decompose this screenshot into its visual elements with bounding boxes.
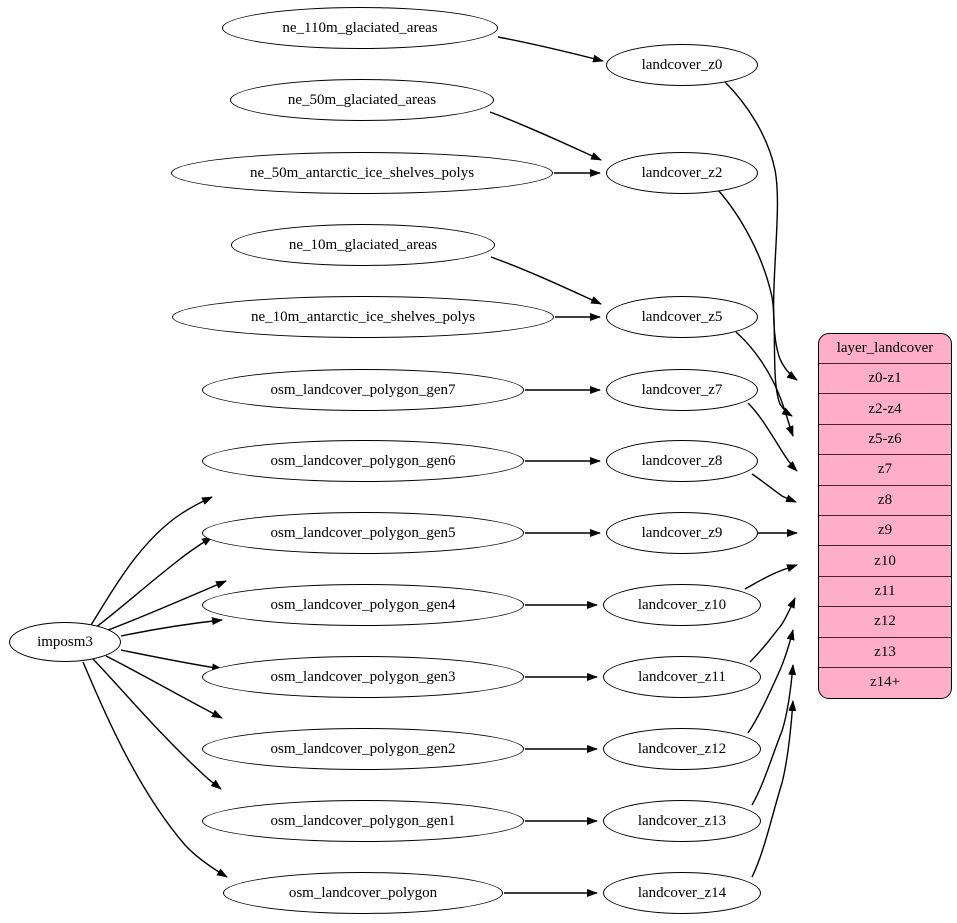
node-label: landcover_z8	[641, 452, 723, 469]
table-row[interactable]: z10	[819, 545, 951, 575]
table-row[interactable]: z7	[819, 454, 951, 484]
edge-imposm3-to-osm_landcover_polygon_gen6	[94, 536, 213, 629]
node-label: landcover_z11	[638, 668, 726, 685]
node-ne_110m_glaciated_areas[interactable]: ne_110m_glaciated_areas	[222, 7, 498, 49]
node-label: osm_landcover_polygon_gen5	[270, 524, 456, 541]
edge-ne_10m_glaciated_areas-to-landcover_z5	[490, 256, 602, 305]
node-ne_10m_antarctic_ice_shelves_polys[interactable]: ne_10m_antarctic_ice_shelves_polys	[172, 296, 554, 338]
node-label: landcover_z13	[637, 812, 727, 829]
node-label: imposm3	[37, 633, 93, 650]
edge-landcover_z11-to-row7	[749, 597, 796, 663]
node-landcover_z8[interactable]: landcover_z8	[606, 440, 758, 482]
table-row[interactable]: z2-z4	[819, 393, 951, 423]
edge-ne_50m_glaciated_areas-to-landcover_z2	[489, 111, 602, 161]
table-row[interactable]: z11	[819, 575, 951, 606]
table-row[interactable]: z8	[819, 484, 951, 515]
node-osm_landcover_polygon_gen7[interactable]: osm_landcover_polygon_gen7	[202, 369, 524, 411]
node-label: landcover_z5	[641, 308, 723, 325]
node-ne_50m_antarctic_ice_shelves_polys[interactable]: ne_50m_antarctic_ice_shelves_polys	[171, 152, 553, 194]
edge-landcover_z8-to-row4	[751, 473, 797, 503]
node-landcover_z2[interactable]: landcover_z2	[606, 152, 758, 194]
node-landcover_z14[interactable]: landcover_z14	[603, 872, 761, 914]
table-row[interactable]: z5-z6	[819, 423, 951, 454]
node-landcover_z10[interactable]: landcover_z10	[603, 584, 761, 626]
node-landcover_z5[interactable]: landcover_z5	[606, 296, 758, 338]
node-label: landcover_z10	[637, 596, 727, 613]
node-imposm3[interactable]: imposm3	[9, 622, 121, 662]
node-label: osm_landcover_polygon_gen7	[270, 381, 456, 398]
edge-imposm3-to-osm_landcover_polygon_gen4	[120, 617, 223, 637]
edge-landcover_z13-to-row9	[751, 664, 797, 806]
node-landcover_z0[interactable]: landcover_z0	[606, 44, 758, 86]
edge-ne_110m_glaciated_areas-to-landcover_z0	[497, 36, 604, 63]
table-row[interactable]: z13	[819, 636, 951, 667]
edge-landcover_z2-to-row1	[717, 189, 793, 417]
node-landcover_z7[interactable]: landcover_z7	[606, 369, 758, 411]
node-landcover_z9[interactable]: landcover_z9	[606, 512, 758, 554]
node-label: ne_10m_glaciated_areas	[288, 236, 438, 253]
node-osm_landcover_polygon_gen1[interactable]: osm_landcover_polygon_gen1	[202, 800, 524, 842]
edge-imposm3-to-osm_landcover_polygon	[82, 661, 228, 878]
edge-imposm3-to-osm_landcover_polygon_gen7	[90, 496, 213, 626]
edge-imposm3-to-osm_landcover_polygon_gen5	[107, 580, 227, 631]
table-row[interactable]: z9	[819, 514, 951, 545]
node-ne_10m_glaciated_areas[interactable]: ne_10m_glaciated_areas	[231, 224, 495, 266]
table-row[interactable]: z12	[819, 606, 951, 636]
node-osm_landcover_polygon_gen2[interactable]: osm_landcover_polygon_gen2	[202, 728, 524, 770]
node-label: landcover_z9	[641, 524, 723, 541]
node-label: osm_landcover_polygon_gen1	[270, 812, 456, 829]
node-osm_landcover_polygon_gen6[interactable]: osm_landcover_polygon_gen6	[202, 440, 524, 482]
node-label: landcover_z7	[641, 381, 723, 398]
node-osm_landcover_polygon[interactable]: osm_landcover_polygon	[223, 872, 503, 914]
node-ne_50m_glaciated_areas[interactable]: ne_50m_glaciated_areas	[230, 79, 494, 121]
edge-imposm3-to-osm_landcover_polygon_gen2	[105, 655, 223, 719]
node-label: ne_50m_glaciated_areas	[287, 91, 437, 108]
edge-landcover_z12-to-row8	[747, 629, 795, 734]
node-label: landcover_z0	[641, 56, 723, 73]
edge-landcover_z14-to-row10	[751, 700, 797, 878]
node-osm_landcover_polygon_gen3[interactable]: osm_landcover_polygon_gen3	[202, 656, 524, 698]
node-label: landcover_z14	[637, 884, 727, 901]
node-label: ne_110m_glaciated_areas	[282, 19, 438, 36]
node-label: landcover_z2	[641, 164, 723, 181]
node-label: osm_landcover_polygon_gen6	[270, 452, 456, 469]
edge-imposm3-to-osm_landcover_polygon_gen1	[92, 658, 222, 790]
node-landcover_z11[interactable]: landcover_z11	[603, 656, 761, 698]
table-header: layer_landcover	[836, 340, 934, 356]
node-label: ne_50m_antarctic_ice_shelves_polys	[249, 164, 475, 181]
table-row[interactable]: z14+	[819, 666, 951, 697]
node-label: ne_10m_antarctic_ice_shelves_polys	[250, 308, 476, 325]
node-label: landcover_z12	[637, 740, 727, 757]
edge-landcover_z0-to-row0	[724, 81, 798, 381]
table-row[interactable]: z0-z1	[819, 363, 951, 393]
node-osm_landcover_polygon_gen4[interactable]: osm_landcover_polygon_gen4	[202, 584, 524, 626]
node-label: osm_landcover_polygon	[288, 884, 438, 901]
edge-landcover_z7-to-row3	[747, 402, 798, 472]
node-label: osm_landcover_polygon_gen2	[270, 740, 456, 757]
edge-landcover_z10-to-row6	[744, 564, 798, 590]
edge-landcover_z5-to-row2	[735, 331, 794, 437]
node-label: osm_landcover_polygon_gen4	[270, 596, 456, 613]
node-osm_landcover_polygon_gen5[interactable]: osm_landcover_polygon_gen5	[202, 512, 524, 554]
edge-imposm3-to-osm_landcover_polygon_gen3	[120, 649, 223, 672]
edge-paths	[82, 36, 798, 897]
node-landcover_z13[interactable]: landcover_z13	[603, 800, 761, 842]
node-label: osm_landcover_polygon_gen3	[270, 668, 456, 685]
node-landcover_z12[interactable]: landcover_z12	[603, 728, 761, 770]
